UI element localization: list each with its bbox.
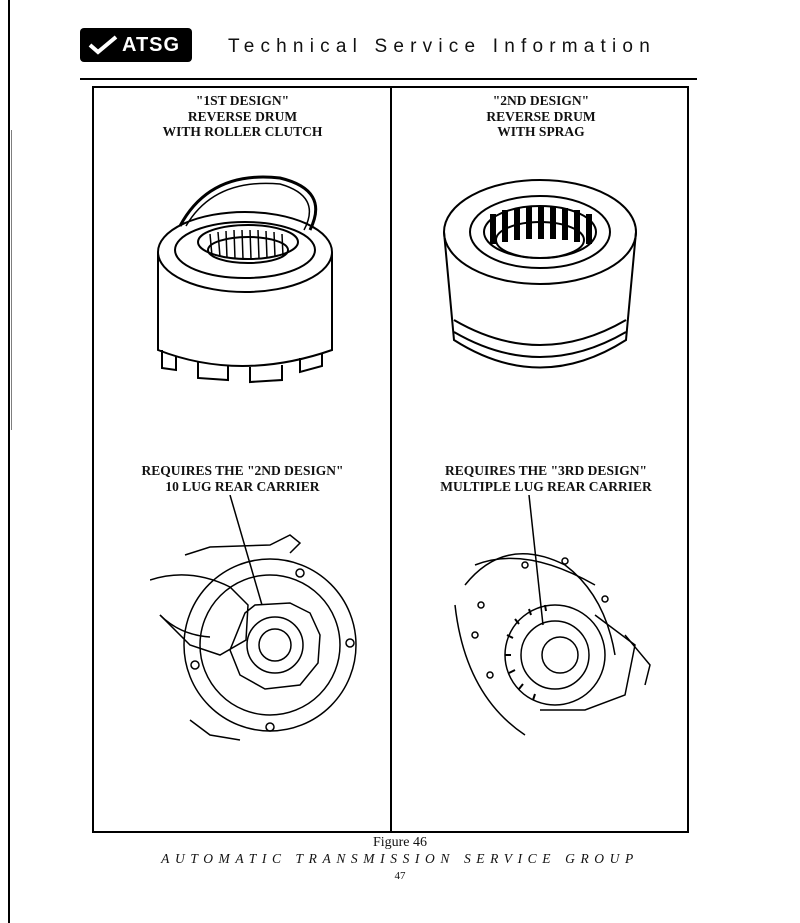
multiple-lug-rear-carrier-illustration [454, 495, 651, 736]
label-1st-design-drum: "1ST DESIGN" REVERSE DRUM WITH ROLLER CL… [162, 93, 323, 139]
footer-group-name: AUTOMATIC TRANSMISSION SERVICE GROUP [161, 851, 639, 866]
binding-edge-line [8, 0, 10, 923]
label-2nd-design-drum: "2ND DESIGN" REVERSE DRUM WITH SPRAG [486, 93, 596, 139]
binding-edge-line-inner [11, 130, 12, 430]
logo-text: ATSG [122, 33, 181, 56]
checkmark-logo-icon [88, 35, 118, 55]
page-number: 47 [394, 870, 406, 882]
figure-caption: Figure 46 [372, 835, 428, 850]
label-requires-3rd-design-carrier: REQUIRES THE "3RD DESIGN" MULTIPLE LUG R… [440, 463, 652, 494]
roller-clutch-drum-illustration [157, 175, 333, 384]
header-rule [80, 78, 697, 80]
10-lug-rear-carrier-illustration [150, 495, 357, 741]
sprag-drum-illustration [443, 179, 637, 369]
page-header: ATSG Technical Service Information [80, 20, 700, 80]
page-title: Technical Service Information [228, 36, 656, 57]
atsg-logo: ATSG [80, 28, 192, 62]
label-requires-2nd-design-carrier: REQUIRES THE "2ND DESIGN" 10 LUG REAR CA… [141, 463, 344, 494]
figure-center-divider [390, 86, 392, 833]
